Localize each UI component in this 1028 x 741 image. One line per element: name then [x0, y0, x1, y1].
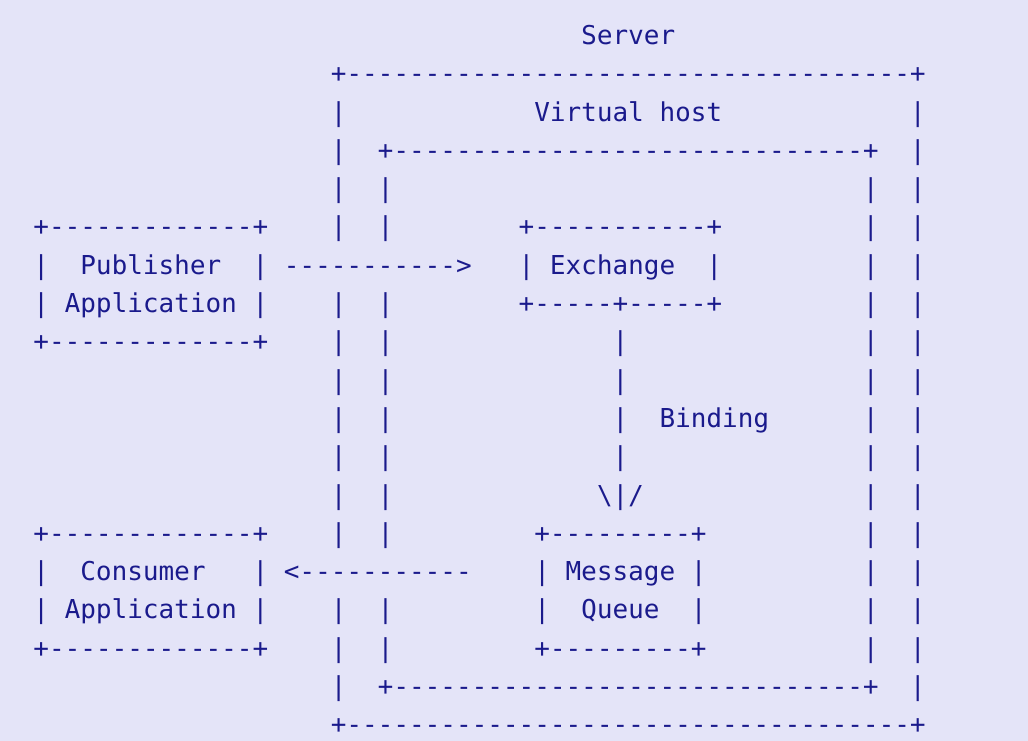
ascii-architecture-diagram: Server +--------------------------------… [33, 21, 926, 741]
